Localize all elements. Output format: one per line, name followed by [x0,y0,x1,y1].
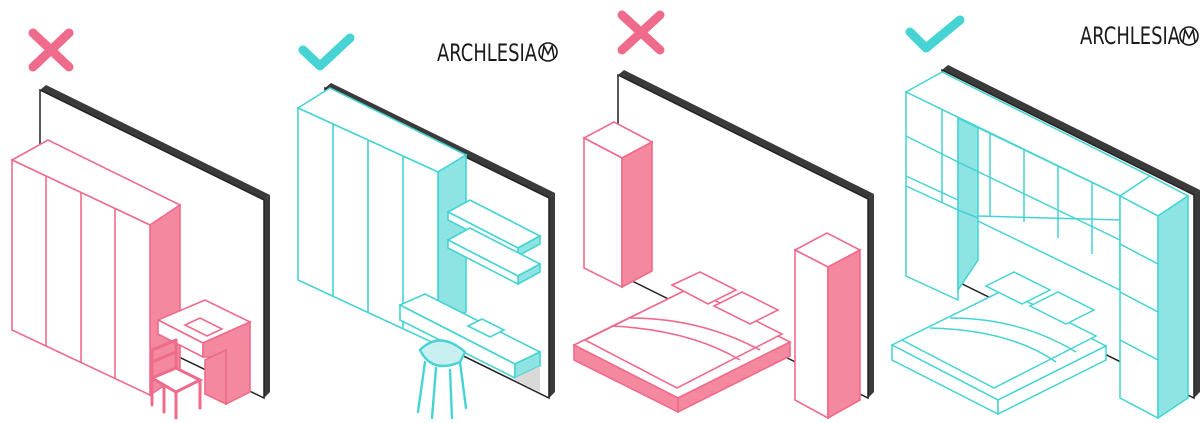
brand-wordmark: ARCHLESIA [437,39,537,67]
cross-icon [622,15,660,50]
panel-bed-right: ARCHLESIA [892,20,1200,418]
left-tall-cabinet [584,122,652,287]
brand-emblem-icon [539,43,557,61]
panel-bed-wrong [574,15,874,418]
right-wardrobe-column [1120,176,1188,418]
cross-icon [33,33,69,67]
brand-logo: ARCHLESIA [437,39,557,67]
right-tall-cabinet [795,233,860,418]
panel-desk-wrong [12,33,270,418]
panel-desk-right: ARCHLESIA [298,38,557,418]
check-icon [910,20,960,48]
chair [418,340,466,418]
check-icon [303,38,350,66]
brand-emblem-icon [1180,27,1198,45]
brand-logo: ARCHLESIA [1080,22,1198,50]
brand-wordmark: ARCHLESIA [1080,22,1180,50]
